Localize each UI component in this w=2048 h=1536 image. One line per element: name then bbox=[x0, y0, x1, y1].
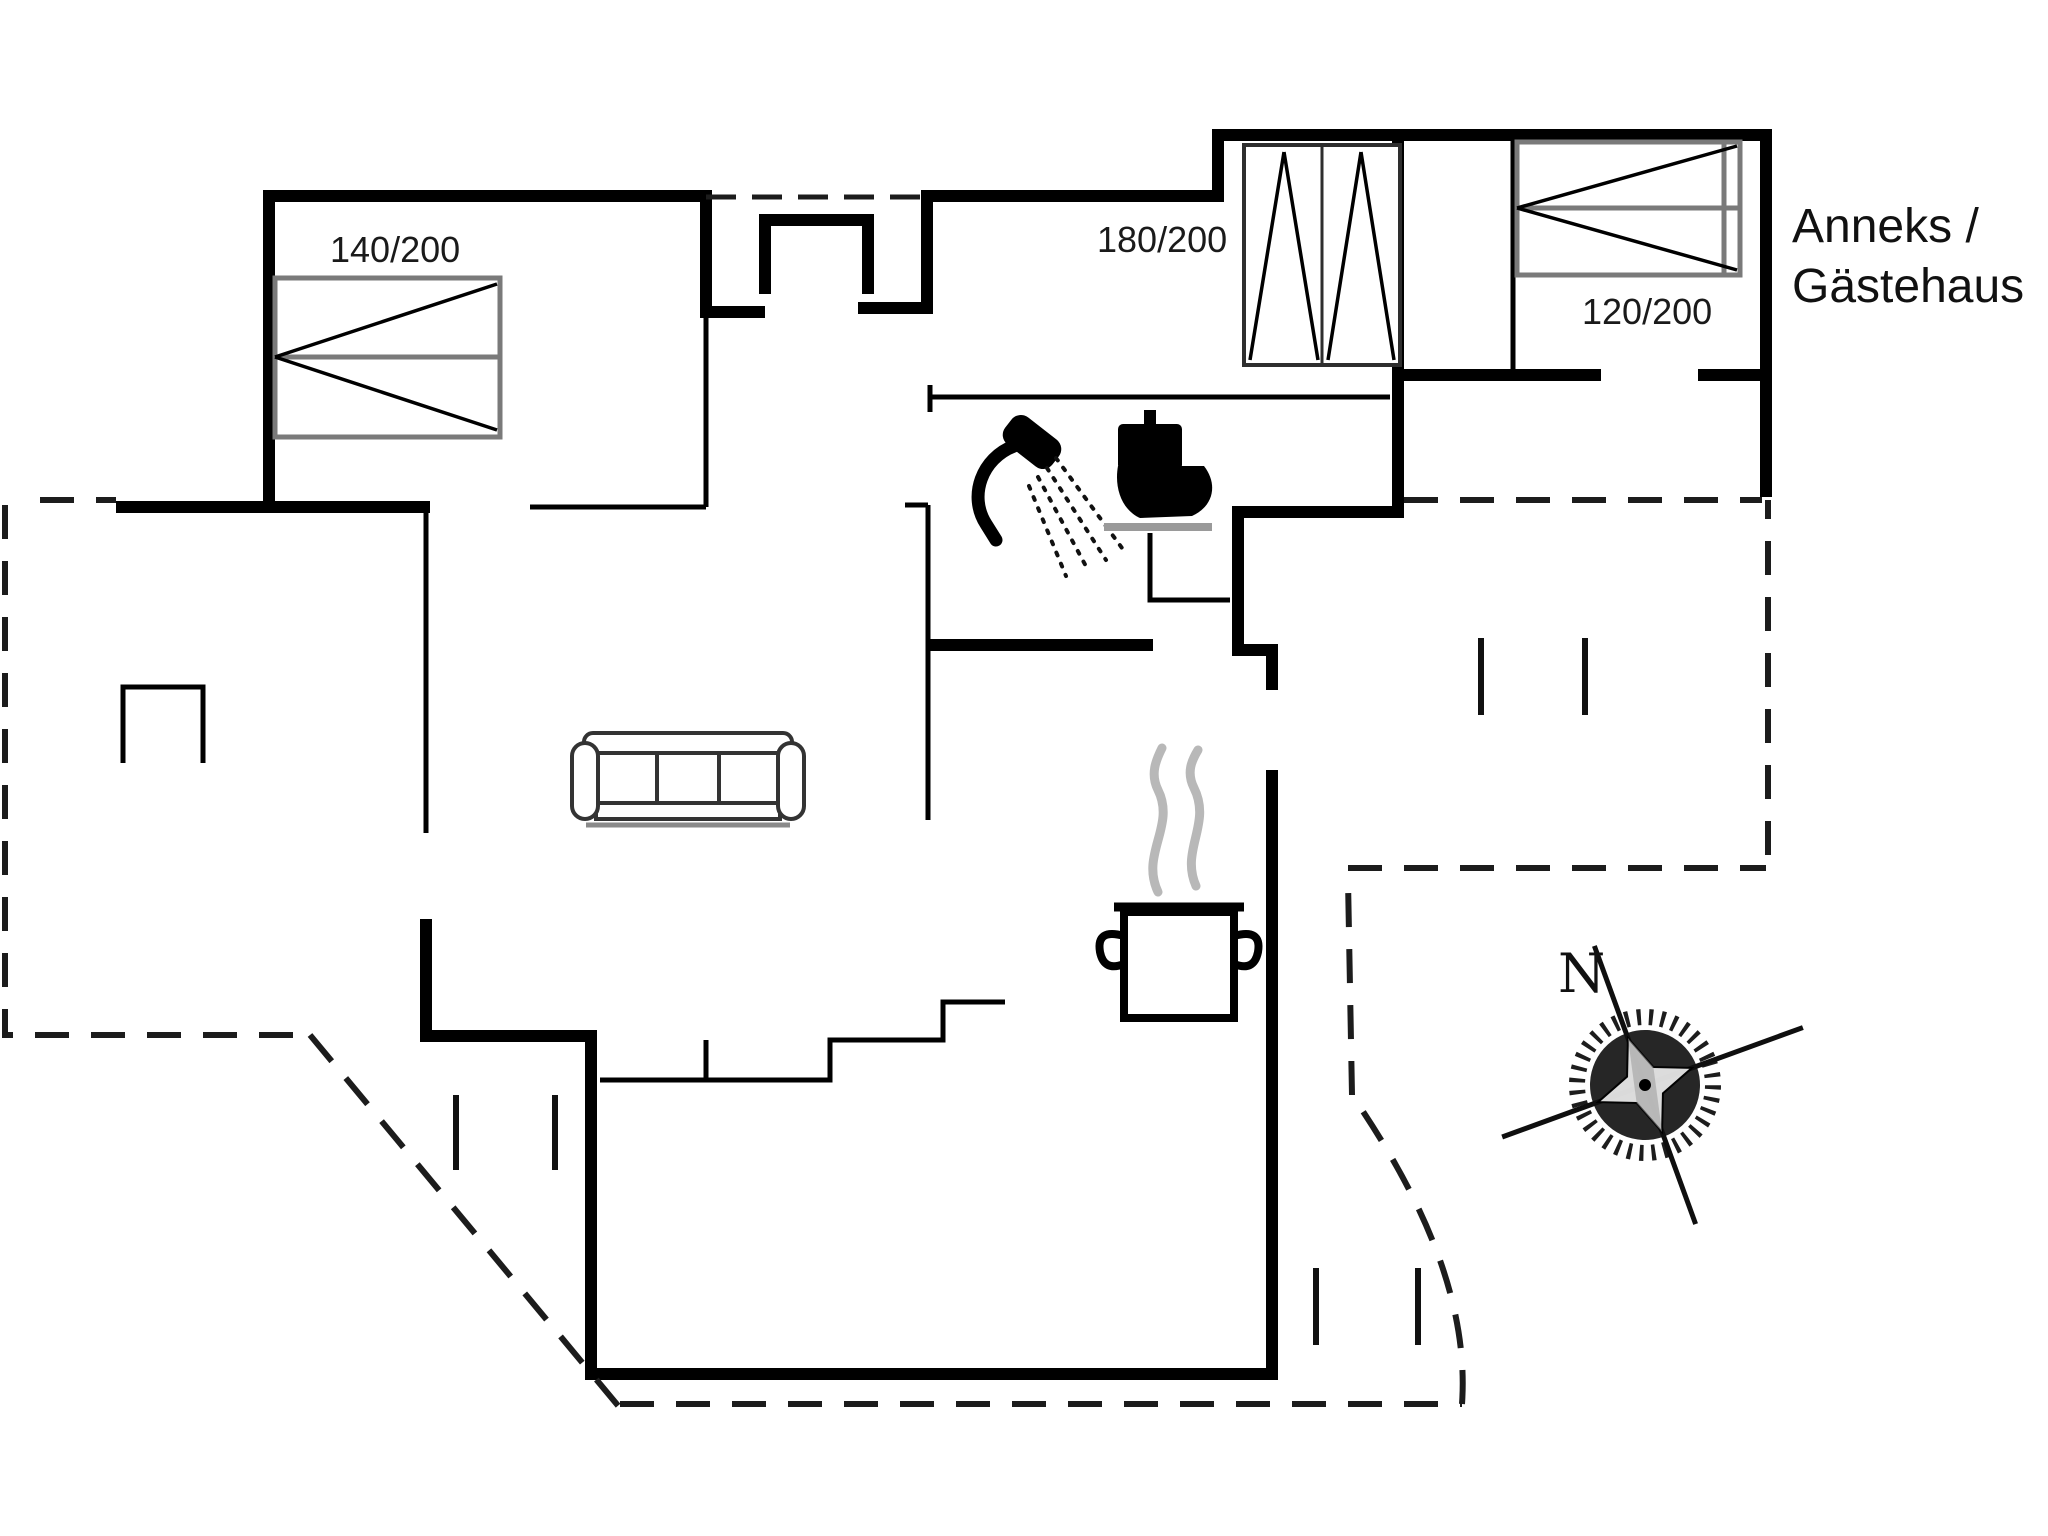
double-bed-symbol-140x200 bbox=[272, 275, 503, 440]
interior-walls bbox=[423, 141, 1516, 833]
bed-size-label-140: 140/200 bbox=[330, 229, 460, 270]
terrace-bench-icon bbox=[120, 684, 206, 763]
compass-north-label: N bbox=[1558, 942, 1605, 1005]
terrace-dashed-outline bbox=[2, 194, 1771, 1410]
bed-size-label-180: 180/200 bbox=[1097, 219, 1227, 260]
bed-size-label-120: 120/200 bbox=[1582, 291, 1712, 332]
stairs-steps bbox=[600, 999, 1005, 1083]
sofa-icon bbox=[570, 731, 806, 828]
toilet-icon bbox=[1104, 410, 1213, 531]
double-bed-symbol-180x200 bbox=[1242, 143, 1402, 367]
single-bed-symbol-120x200 bbox=[1514, 139, 1743, 278]
annex-label-line1: Anneks / bbox=[1792, 200, 1979, 253]
annex-label-line2: Gästehaus bbox=[1792, 260, 2024, 313]
cooking-pot-icon bbox=[1095, 743, 1263, 1022]
shower-icon bbox=[971, 414, 1124, 578]
door-tick-marks bbox=[453, 638, 1588, 1345]
compass-rose-icon bbox=[1501, 945, 1804, 1225]
